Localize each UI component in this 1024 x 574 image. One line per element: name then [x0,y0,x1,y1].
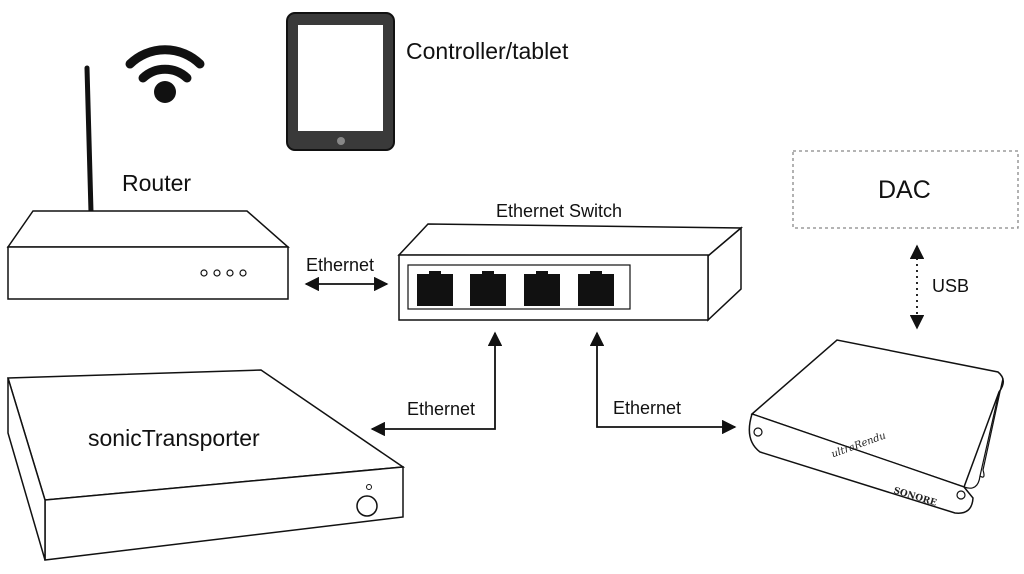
connector-server-switch [370,331,503,437]
connector-switch-endpoint [589,331,737,435]
router-label: Router [122,170,192,196]
tablet-icon [286,12,395,151]
switch-port [524,271,560,306]
server-label: sonicTransporter [88,425,260,451]
ethernet-label-server-switch: Ethernet [407,399,476,419]
sonictransporter-device [6,369,406,561]
dac-box [792,150,1019,229]
dac-label: DAC [878,176,931,204]
ethernet-switch-device [397,223,744,322]
switch-port [470,271,506,306]
switch-label: Ethernet Switch [496,201,623,221]
usb-label: USB [932,276,970,296]
ultrarendu-device [748,339,1004,514]
switch-port [417,271,453,306]
switch-port [578,271,614,306]
wifi-icon [125,45,205,103]
ethernet-label-switch-endpoint: Ethernet [613,398,682,418]
ethernet-label-router-switch: Ethernet [306,255,375,275]
controller-label: Controller/tablet [406,38,569,64]
router-device [6,65,290,300]
